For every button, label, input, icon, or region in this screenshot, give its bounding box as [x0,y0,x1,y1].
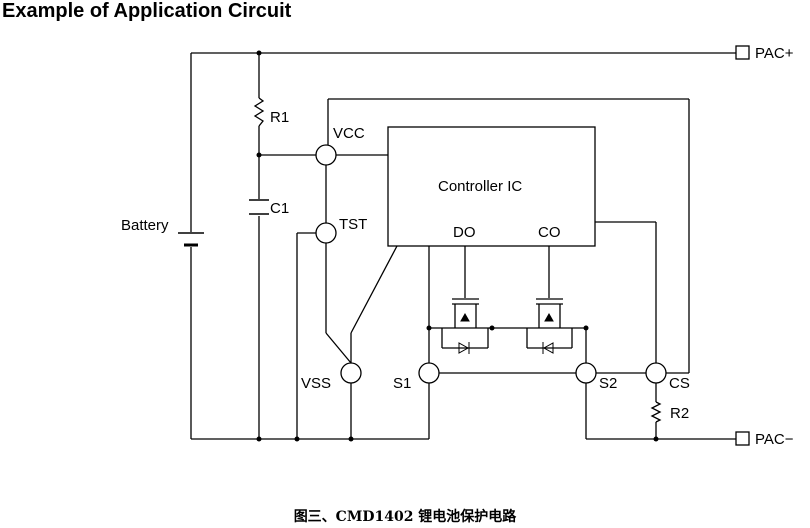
cs-pin [645,362,667,384]
controller-ic-box [387,126,596,247]
pac-minus-label: PAC− [755,431,794,448]
junction-dot [426,325,432,331]
vcc-label: VCC [333,125,365,142]
junction-dot [653,436,659,442]
vcc-pin [315,144,337,166]
r1-resistor-icon [253,97,265,127]
junction-dot [256,436,262,442]
diode2-icon [542,342,554,354]
s2-label: S2 [599,375,617,392]
diode1-icon [458,342,470,354]
c1-capacitor-icon [249,199,269,215]
s1-pin [418,362,440,384]
junction-dot [348,436,354,442]
r1-label: R1 [270,109,289,126]
junction-dot [583,325,589,331]
junction-dot [256,152,262,158]
battery-icon [178,232,204,247]
do-label: DO [453,224,476,241]
r2-label: R2 [670,405,689,422]
co-label: CO [538,224,561,241]
tst-pin [315,222,337,244]
figure-caption: 图三、CMD1402 锂电池保护电路 [293,509,517,525]
vss-label: VSS [301,375,331,392]
tst-label: TST [339,216,367,233]
pac-minus-terminal [735,431,750,446]
c1-label: C1 [270,200,289,217]
battery-label: Battery [121,217,169,234]
vss-pin [340,362,362,384]
s1-label: S1 [393,375,411,392]
cs-label: CS [669,375,690,392]
vss-diag-wire [325,332,352,364]
r2-resistor-icon [650,401,662,423]
s2-pin [575,362,597,384]
diagram-title: Example of Application Circuit [2,0,292,22]
vss-ic-wire [350,245,398,334]
controller-label: Controller IC [438,178,522,195]
mos2-arrow-icon [544,312,554,322]
pac-plus-terminal [735,45,750,60]
junction-dot [489,325,495,331]
junction-dot [294,436,300,442]
junction-dot [256,50,262,56]
mos1-arrow-icon [460,312,470,322]
pac-plus-label: PAC+ [755,45,794,62]
